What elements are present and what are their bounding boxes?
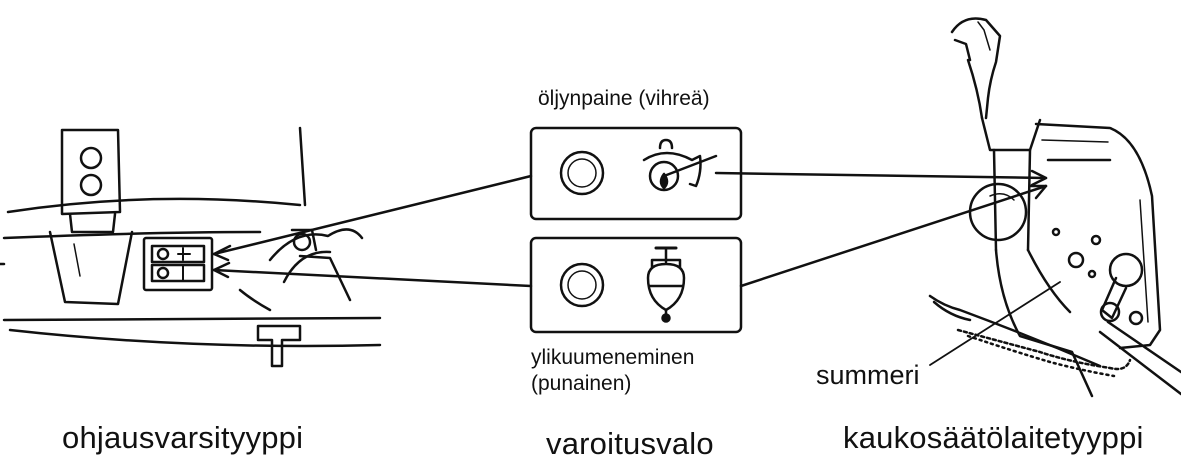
remote-control-type-caption: kaukosäätölaitetyyppi (843, 420, 1144, 456)
oil-pressure-label: öljynpaine (vihreä) (538, 86, 710, 111)
oil-pressure-lamp-box (531, 128, 741, 219)
tiller-engine-illustration (0, 128, 380, 366)
leader-lines (214, 171, 1060, 365)
buzzer-label: summeri (816, 360, 920, 391)
thermometer-icon (648, 248, 684, 322)
oil-can-icon (644, 140, 716, 190)
warning-light-caption: varoitusvalo (546, 426, 714, 462)
tiller-type-caption: ohjausvarsityyppi (62, 420, 303, 456)
overheat-label-line2: (punainen) (531, 371, 631, 396)
remote-control-illustration (930, 19, 1181, 397)
overheat-label-line1: ylikuumeneminen (531, 345, 694, 370)
overheat-lamp-box (531, 238, 741, 332)
